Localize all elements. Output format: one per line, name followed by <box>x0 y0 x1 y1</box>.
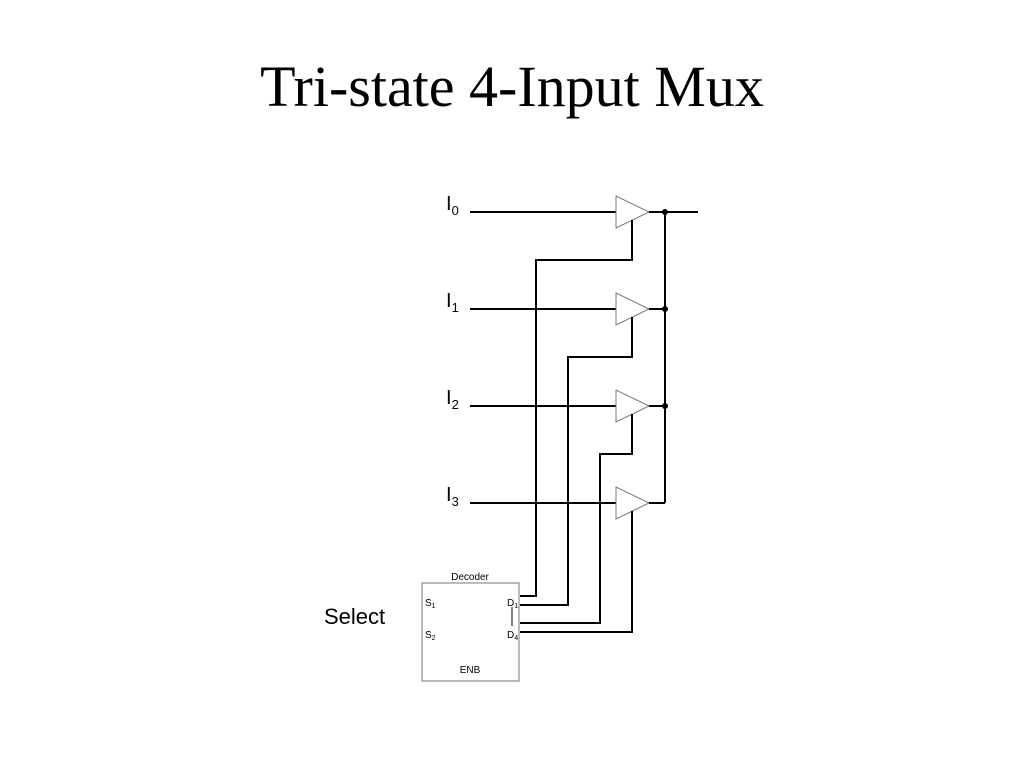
junction-dot <box>662 306 668 312</box>
junction-dot <box>662 209 668 215</box>
decoder-d1: D1 <box>507 598 518 610</box>
input-label-i0: I0 <box>446 193 459 218</box>
enable-line-1 <box>520 317 633 606</box>
decoder-title: Decoder <box>451 572 489 583</box>
junction-dot <box>662 403 668 409</box>
input-label-i1: I1 <box>446 290 459 315</box>
enable-line-3 <box>520 511 633 633</box>
slide-title: Tri-state 4-Input Mux <box>260 54 764 119</box>
input-label-i3: I3 <box>446 484 459 509</box>
input-label-i2: I2 <box>446 387 459 412</box>
decoder-s1: S1 <box>425 598 436 610</box>
enable-line-2 <box>520 414 633 624</box>
decoder-d4: D4 <box>507 630 518 642</box>
decoder-enb: ENB <box>460 665 481 676</box>
select-label: Select <box>324 604 385 629</box>
decoder-box <box>421 582 520 682</box>
enable-line-0 <box>520 220 633 597</box>
decoder-s2: S2 <box>425 630 436 642</box>
